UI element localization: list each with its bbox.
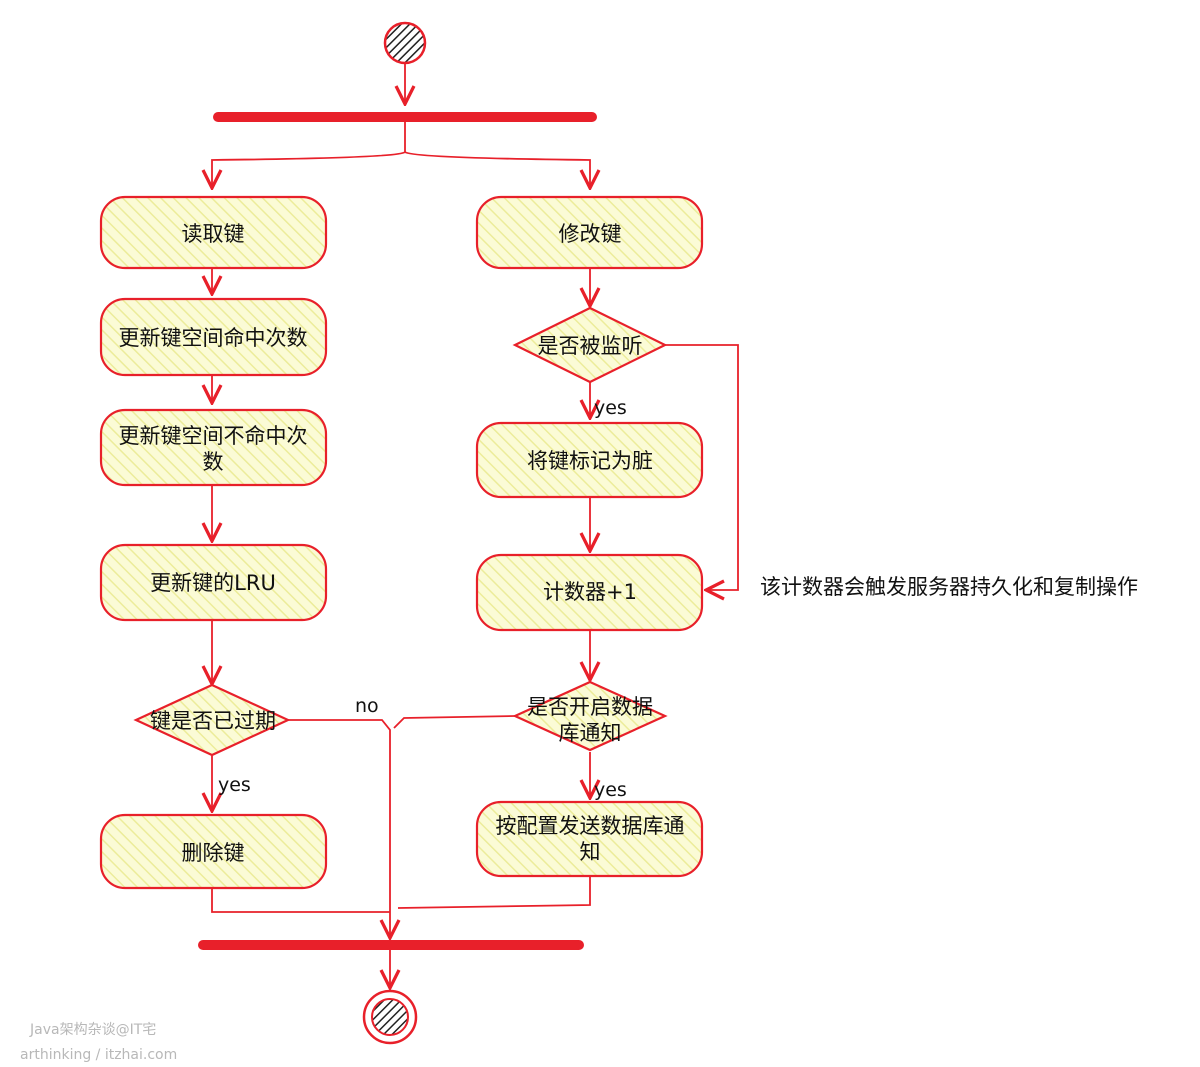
node-delete-key: 删除键 (99, 813, 328, 890)
node-modify-key: 修改键 (475, 195, 704, 270)
fork-bar (213, 112, 597, 122)
svg-text:删除键: 删除键 (182, 841, 245, 865)
svg-text:读取键: 读取键 (182, 222, 245, 246)
edge-label-notify-yes: yes (594, 779, 627, 801)
svg-text:键是否已过期: 键是否已过期 (150, 709, 276, 733)
node-read-key: 读取键 (99, 195, 328, 270)
svg-text:数: 数 (203, 450, 224, 474)
svg-text:更新键空间不命中次: 更新键空间不命中次 (119, 424, 308, 448)
start-node (383, 21, 427, 65)
counter-annotation: 该计数器会触发服务器持久化和复制操作 (760, 575, 1138, 599)
svg-text:是否开启数据: 是否开启数据 (527, 695, 653, 719)
decision-is-watched: 是否被监听 (512, 306, 668, 384)
node-send-notify: 按配置发送数据库通 知 (475, 800, 704, 878)
edges (212, 64, 739, 988)
edge-label-watched-yes: yes (594, 397, 627, 419)
svg-text:知: 知 (580, 840, 601, 864)
svg-text:按配置发送数据库通: 按配置发送数据库通 (496, 814, 685, 838)
end-node (362, 989, 418, 1045)
svg-text:修改键: 修改键 (559, 222, 622, 246)
edge-label-expired-yes: yes (218, 774, 251, 796)
svg-text:将键标记为脏: 将键标记为脏 (527, 449, 653, 473)
watermark-line2: arthinking / itzhai.com (20, 1047, 177, 1063)
node-mark-dirty: 将键标记为脏 (475, 421, 704, 499)
svg-text:更新键空间命中次数: 更新键空间命中次数 (119, 326, 308, 350)
edge-label-expired-no: no (355, 695, 379, 717)
node-update-hits: 更新键空间命中次数 (99, 297, 328, 377)
node-update-lru: 更新键的LRU (99, 543, 328, 622)
svg-text:计数器+1: 计数器+1 (543, 580, 637, 604)
svg-text:是否被监听: 是否被监听 (538, 334, 643, 358)
svg-text:更新键的LRU: 更新键的LRU (150, 571, 276, 595)
watermark-line1: Java架构杂谈@IT宅 (29, 1022, 156, 1038)
node-update-misses: 更新键空间不命中次 数 (99, 408, 328, 487)
decision-is-expired: 键是否已过期 (133, 683, 291, 757)
join-bar (198, 940, 584, 950)
node-counter: 计数器+1 (475, 553, 704, 632)
svg-text:库通知: 库通知 (559, 721, 622, 745)
decision-notify-enabled: 是否开启数据 库通知 (512, 680, 668, 752)
